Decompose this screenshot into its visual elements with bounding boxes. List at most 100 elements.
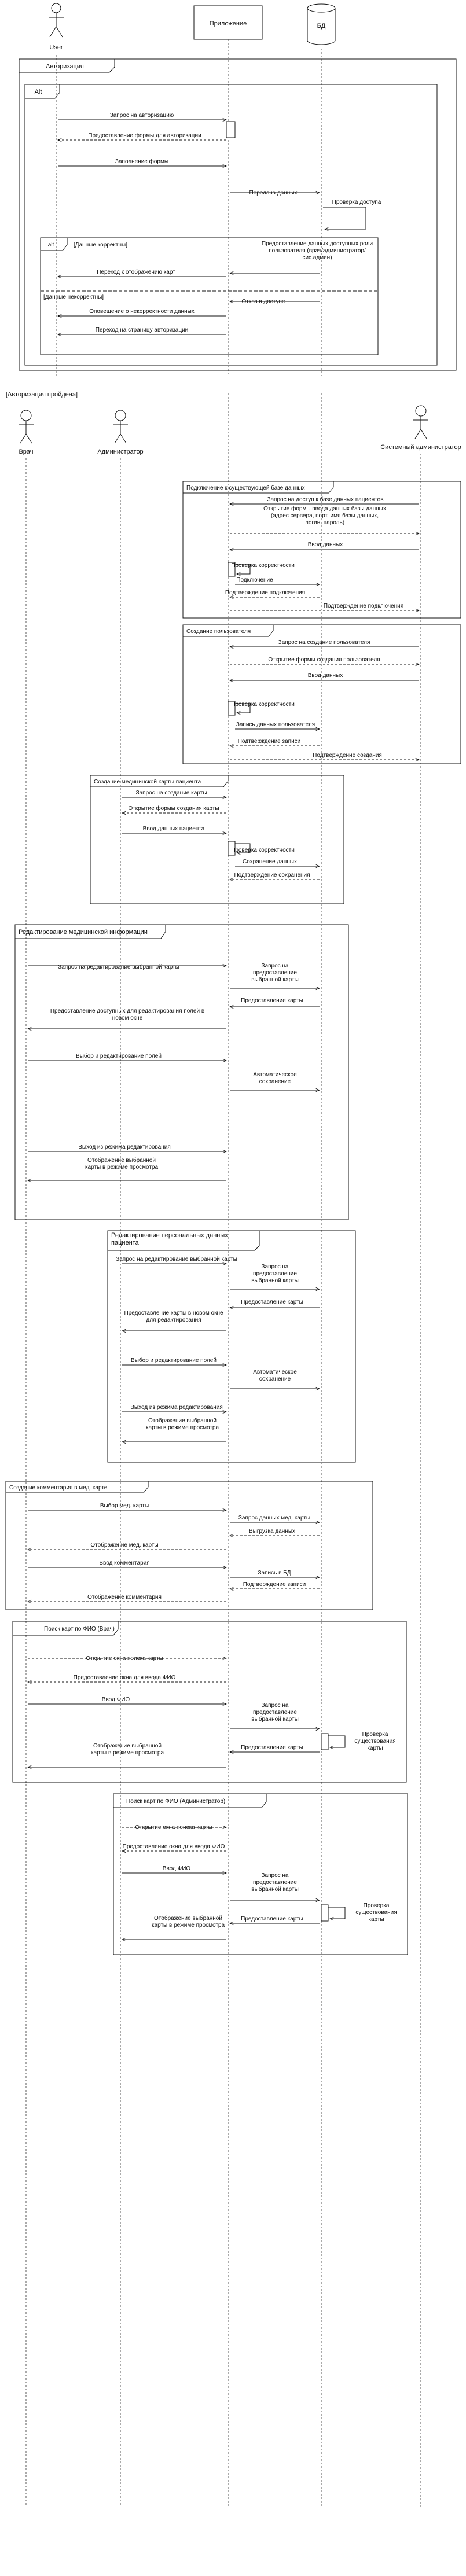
auth-message: Предоставление формы для авторизации [88,132,201,139]
frame-message: Проверка существования карты [355,1902,397,1923]
frame-message: Выбор мед. карты [100,1502,149,1509]
frame-message: Предоставление карты [241,998,303,1004]
frame-create-user: Создание пользователя [182,624,461,764]
inner-alt-label: alt [48,242,54,248]
auth-message: Запрос на авторизацию [110,112,174,119]
participant-admin: Администратор [97,410,144,455]
frame-message: Отображение выбранной карты в режиме про… [85,1157,159,1171]
frame-title: Создание медицинской карты пациента [94,779,201,785]
frame-message: Запрос на доступ к базе данных пациентов [267,496,383,503]
frame-title: Создание пользователя [186,628,251,635]
frame-message: Открытие формы создания пользователя [268,656,380,663]
guard-bad: [Данные некорректны] [43,294,104,300]
frame-auth: Авторизация [19,58,457,371]
frame-auth-alt: Alt [24,84,438,366]
frame-message: Запрос на создание пользователя [278,639,370,646]
auth-message: Заполнение формы [115,158,168,165]
participant-sysadmin: Системный администратор [380,405,461,451]
frame-message: Предоставление доступных для редактирова… [50,1008,205,1021]
frame-message: Запрос данных мед. карты [238,1515,310,1521]
frame-message: Запрос на предоставление выбранной карты [251,963,299,983]
frame-message: Отображение комментария [87,1594,162,1600]
frame-message: Отображение выбранной карты в режиме про… [151,1915,225,1929]
activation-box [226,121,236,138]
frame-message: Ввод ФИО [102,1697,130,1703]
auth-message: Проверка доступа [332,199,381,205]
frame-search-admin: Поиск карт по ФИО (Администратор) [113,1793,408,1955]
auth-message: Переход на страницу авторизации [96,327,189,333]
self-check-arrow [323,207,366,229]
frame-auth-inner-alt: alt [Данные корректны] [Данные некоррект… [40,237,379,355]
frame-message: Предоставление окна для ввода ФИО [74,1675,176,1681]
frame-message: Подтверждение подключения [324,603,403,609]
frame-message: Автоматическое сохранение [253,1072,297,1085]
frame-message: Запрос на предоставление выбранной карты [251,1264,299,1284]
frame-message: Выгрузка данных [249,1528,295,1534]
auth-message: Предоставление данных доступных роли пол… [261,241,373,261]
frame-message: Подтверждение сохранения [234,872,310,878]
frame-message: Открытие окна поиска карты [86,1655,163,1662]
frame-title: Подключение к существующей базе данных [186,484,305,491]
frame-title: Поиск карт по ФИО (Администратор) [126,1798,225,1805]
frame-title: Создание комментария в мед. карте [9,1485,108,1491]
frame-message: Автоматическое сохранение [253,1369,297,1382]
frame-message: Проверка корректности [231,701,295,708]
frame-message: Запись данных пользователя [236,722,315,728]
frame-message: Подтверждение создания [313,752,382,759]
participant-app-label: Приложение [210,20,247,27]
frame-message: Ввод данных [308,672,343,679]
frame-message: Ввод ФИО [163,1865,191,1872]
frame-message: Выбор и редактирование полей [76,1053,162,1059]
frame-message: Ввод данных [308,542,343,548]
frame-message: Выбор и редактирование полей [131,1357,217,1364]
guard-ok: [Данные корректны] [74,242,127,248]
frame-message: Ввод комментария [99,1560,149,1566]
frame-message: Выход из режима редактирования [78,1144,171,1150]
frame-message: Запрос на предоставление выбранной карты [251,1702,299,1723]
frame-title: Редактирование медицинской информации [19,929,148,936]
frame-message: Запрос на редактирование выбранной карты [58,963,179,970]
participant-doctor: Врач [19,410,34,455]
frame-message: Проверка корректности [231,847,295,853]
frame-message: Подтверждение подключения [225,590,305,596]
auth-message: Отказ в доступе [242,299,285,305]
frame-message: Запрос на создание карты [136,790,207,796]
frame-connect-db: Подключение к существующей базе данных [182,481,461,619]
frame-create-comment: Создание комментария в мед. карте [5,1481,373,1610]
frame-message: Открытие формы создания карты [128,805,219,812]
frame-message: Подтверждение записи [238,738,301,745]
frame-message: Проверка корректности [231,562,295,569]
frame-message: Отображение выбранной карты в режиме про… [90,1743,164,1756]
auth-message: Переход к отображению карт [97,268,175,275]
frame-create-card: Создание медицинской карты пациента [90,775,344,904]
frame-title: Поиск карт по ФИО (Врач) [44,1626,115,1632]
participant-doctor-label: Врач [19,448,33,455]
participant-admin-label: Администратор [97,448,143,455]
auth-message: Оповещение о некорректности данных [89,308,195,315]
frame-message: Предоставление карты [241,1745,303,1751]
frame-message: Запрос на предоставление выбранной карты [251,1872,299,1893]
frame-edit-medical: Редактирование медицинской информации [14,924,349,1220]
frame-message: Сохранение данных [243,859,297,865]
frame-message: Предоставление окна для ввода ФИО [123,1843,225,1850]
frame-auth-alt-label: Alt [35,89,42,95]
frame-edit-personal [107,1230,356,1463]
frame-message: Запись в БД [258,1570,291,1576]
frame-message: Отображение выбранной карты в режиме про… [145,1418,219,1431]
participant-user: User [49,3,64,51]
participant-db: БД [307,3,336,45]
frame-title: Редактирование персональных данных пацие… [111,1232,228,1246]
frame-message: Открытие окна поиска карты [135,1824,212,1831]
frame-message: Запрос на редактирование выбранной карты [116,1256,237,1263]
frame-message: Предоставление карты [241,1299,303,1305]
frame-message: Отображение мед. карты [90,1541,158,1548]
participant-user-label: User [49,44,63,51]
participant-app: Приложение [193,5,263,40]
participant-sysadmin-label: Системный администратор [380,444,461,451]
frame-message: Ввод данных пациента [143,826,205,832]
frame-message: Подключение [236,577,273,583]
participant-db-label: БД [317,23,326,30]
frame-message: Подтверждение записи [243,1581,306,1588]
auth-message: Передача данных [249,190,297,196]
